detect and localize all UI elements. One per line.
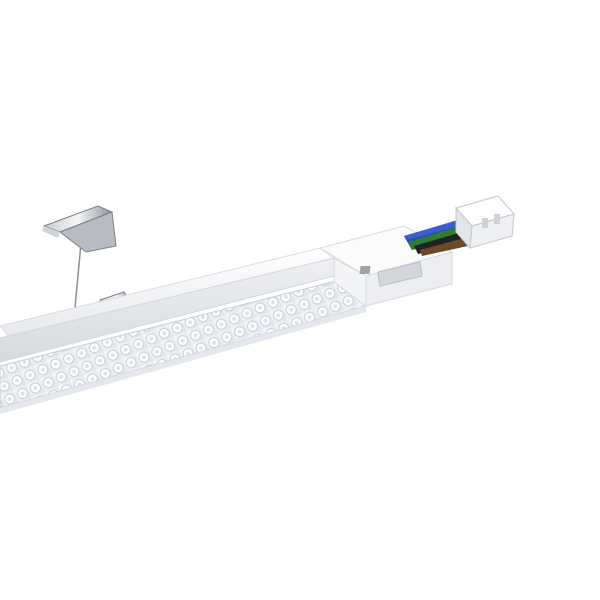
release-slot [377, 261, 423, 287]
lens-edge [0, 306, 366, 414]
mounting-bracket [42, 205, 117, 253]
wire-bundle [404, 220, 468, 256]
plug-connector [455, 195, 515, 250]
